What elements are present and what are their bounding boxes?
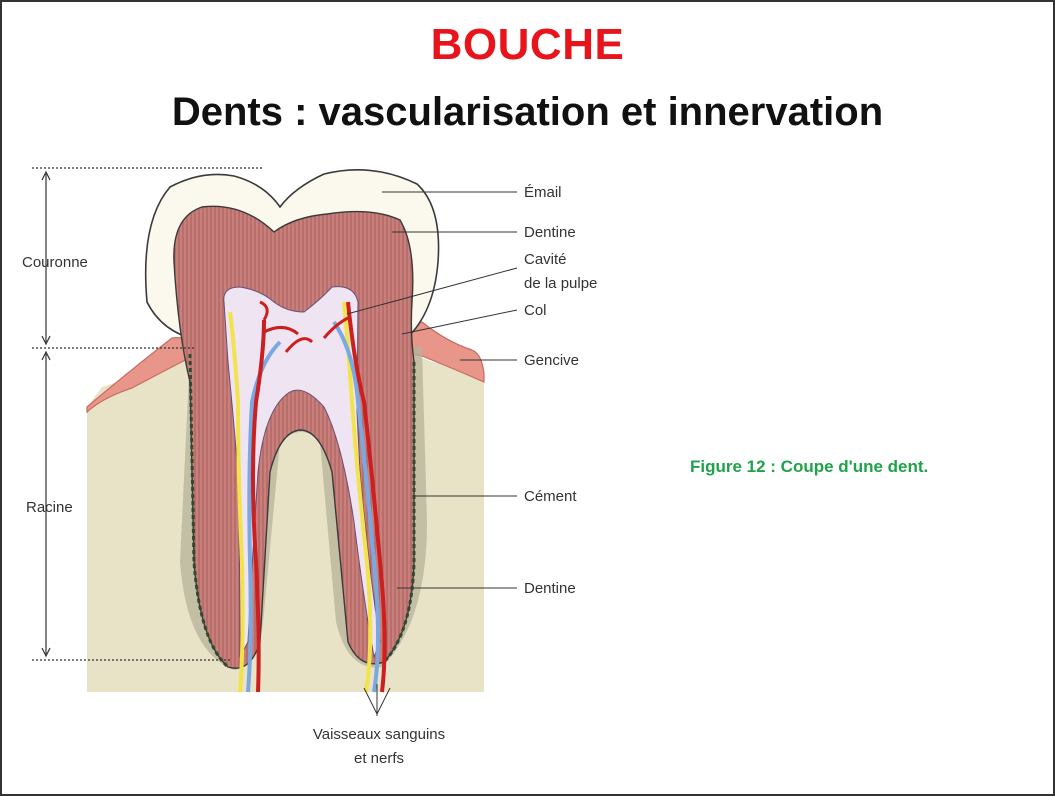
label-pulpe: de la pulpe bbox=[524, 275, 597, 292]
figure-caption: Figure 12 : Coupe d'une dent. bbox=[690, 457, 928, 477]
label-racine: Racine bbox=[26, 499, 73, 516]
label-couronne: Couronne bbox=[22, 254, 88, 271]
label-cavite: Cavité bbox=[524, 251, 567, 268]
label-email: Émail bbox=[524, 184, 562, 201]
label-dentine-root: Dentine bbox=[524, 580, 576, 597]
label-nerfs: et nerfs bbox=[354, 750, 404, 767]
label-cement: Cément bbox=[524, 488, 577, 505]
label-gencive: Gencive bbox=[524, 352, 579, 369]
label-col: Col bbox=[524, 302, 547, 319]
label-dentine-crown: Dentine bbox=[524, 224, 576, 241]
label-vaisseaux: Vaisseaux sanguins bbox=[313, 726, 445, 743]
